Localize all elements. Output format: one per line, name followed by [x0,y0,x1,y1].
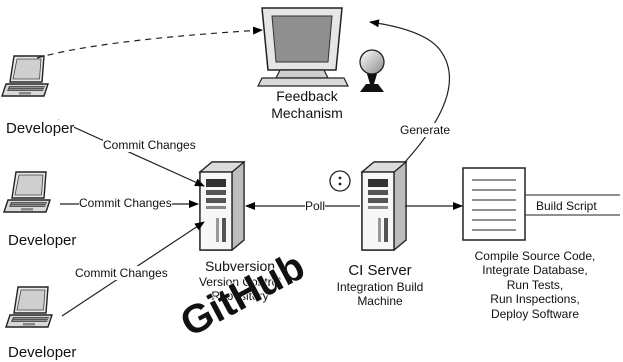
vcs-label: Subversion Version Control Repository [185,258,295,304]
build-step: Run Tests, [506,277,564,292]
generate-label: Generate [400,123,451,137]
build-script-label: Build Script [536,199,597,213]
commit-changes-label: Commit Changes [103,138,196,152]
build-step: Compile Source Code, [474,249,596,263]
vcs-line3: Repository [211,289,269,304]
build-step: Integrate Database, [482,263,588,278]
feedback-line1: Feedback [276,88,338,104]
clock-icon [329,170,351,192]
feedback-mechanism-label: Feedback Mechanism [262,88,352,122]
build-step: Run Inspections, [490,292,580,307]
ci-line2: Machine [357,294,403,309]
vcs-title: Subversion [204,258,276,274]
developer-label: Developer [6,120,75,137]
commit-changes-label: Commit Changes [75,266,168,280]
poll-label: Poll [305,199,326,213]
ci-title: CI Server [348,262,412,279]
build-steps-list: Compile Source Code, Integrate Database,… [455,249,615,321]
developer-label: Developer [8,232,77,249]
developer-laptop-icon [3,171,51,213]
ci-server-label: CI Server Integration Build Machine [325,262,435,309]
feedback-monitor-icon [257,7,349,87]
commit-arrow-top [57,119,205,187]
developer-laptop-icon [1,55,49,97]
commit-changes-label: Commit Changes [79,196,172,210]
developer-laptop-icon [5,286,53,328]
build-script-document-icon [462,167,526,241]
github-watermark-text: GitHub [173,244,310,342]
github-watermark: GitHub [173,243,310,342]
ci-server-icon [361,161,407,251]
feedback-to-developer-dashed-arrow [36,26,263,59]
vcs-line2: Version Control [198,274,282,289]
developer-label: Developer [8,344,77,361]
light-bulb-icon [359,49,385,92]
build-script-extension-lines [525,194,620,216]
ci-line1: Integration Build [336,280,424,294]
feedback-line2: Mechanism [271,104,343,121]
build-step: Deploy Software [490,306,580,321]
